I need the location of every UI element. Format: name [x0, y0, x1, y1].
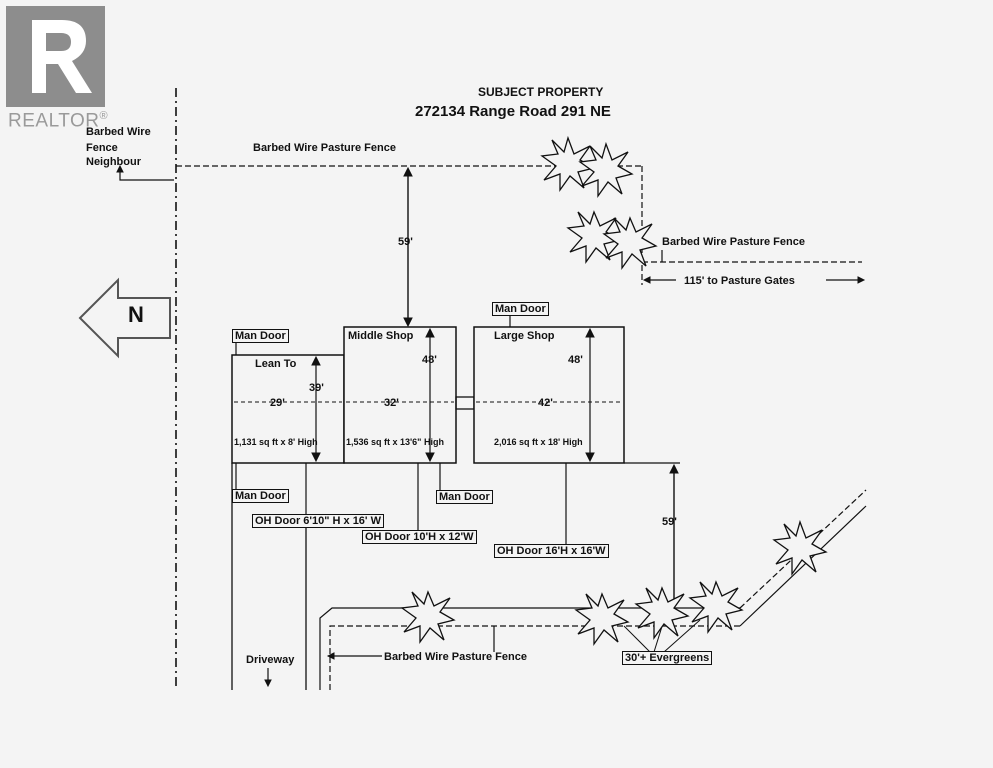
registered-mark: ® — [99, 110, 109, 122]
large-depth-label: 48' — [568, 354, 583, 366]
large-width-label: 42' — [538, 397, 553, 409]
tree-icon — [566, 210, 622, 265]
middle-width-label: 32' — [384, 397, 399, 409]
fence-neighbour-label-1: Barbed Wire — [86, 126, 151, 138]
lean-width-label: 29' — [270, 397, 285, 409]
tree-icon — [602, 216, 658, 271]
man-door-bottom-left-label: Man Door — [232, 489, 289, 504]
north-arrow-icon — [78, 277, 171, 359]
connector — [455, 396, 475, 410]
lean-to-building — [231, 354, 345, 464]
fence-bottom-outer — [319, 607, 740, 690]
pasture-gates-label: 115' to Pasture Gates — [684, 275, 795, 287]
tree-icon — [574, 592, 630, 647]
fence-neighbour-label-2: Fence — [86, 142, 118, 154]
lean-area-label: 1,131 sq ft x 8' High — [234, 437, 318, 447]
fence-right-label: Barbed Wire Pasture Fence — [662, 236, 805, 248]
tree-icon — [578, 141, 634, 199]
middle-area-label: 1,536 sq ft x 13'6" High — [346, 437, 444, 447]
middle-shop-label: Middle Shop — [348, 330, 414, 342]
lean-to-label: Lean To — [255, 358, 297, 370]
oh-door-2-label: OH Door 10'H x 12'W — [362, 530, 477, 545]
man-door-lean-label: Man Door — [232, 329, 289, 344]
tree-icon — [400, 590, 456, 645]
oh-door-1-label: OH Door 6'10" H x 16' W — [252, 514, 384, 529]
plan-title: 272134 Range Road 291 NE — [415, 103, 611, 120]
distance-top-label: 59' — [398, 236, 413, 248]
realtor-logo-icon — [6, 6, 105, 107]
tree-icon — [772, 519, 828, 577]
fence-bottom-label: Barbed Wire Pasture Fence — [384, 651, 527, 663]
distance-bottom-label: 59' — [662, 516, 677, 528]
oh-door-3-label: OH Door 16'H x 16'W — [494, 544, 609, 559]
brand-name: REALTOR® — [8, 110, 109, 132]
lean-depth-label: 39' — [309, 382, 324, 394]
evergreens-label: 30'+ Evergreens — [622, 651, 713, 666]
tree-icon — [634, 586, 690, 641]
large-shop-label: Large Shop — [494, 330, 555, 342]
fence-neighbour-label-3: Neighbour — [86, 156, 141, 168]
north-label: N — [128, 302, 144, 327]
driveway-label: Driveway — [246, 654, 295, 666]
middle-shop-building — [343, 326, 457, 464]
man-door-bottom-mid-label: Man Door — [436, 490, 493, 505]
middle-depth-label: 48' — [422, 354, 437, 366]
neighbour-arrow — [119, 168, 174, 181]
large-shop-building — [473, 326, 625, 464]
man-door-large-label: Man Door — [492, 302, 549, 317]
tree-icon — [688, 580, 744, 635]
large-area-label: 2,016 sq ft x 18' High — [494, 437, 583, 447]
tree-icon — [540, 135, 596, 193]
fence-top-label: Barbed Wire Pasture Fence — [253, 142, 396, 154]
plan-subtitle: SUBJECT PROPERTY — [478, 85, 604, 99]
